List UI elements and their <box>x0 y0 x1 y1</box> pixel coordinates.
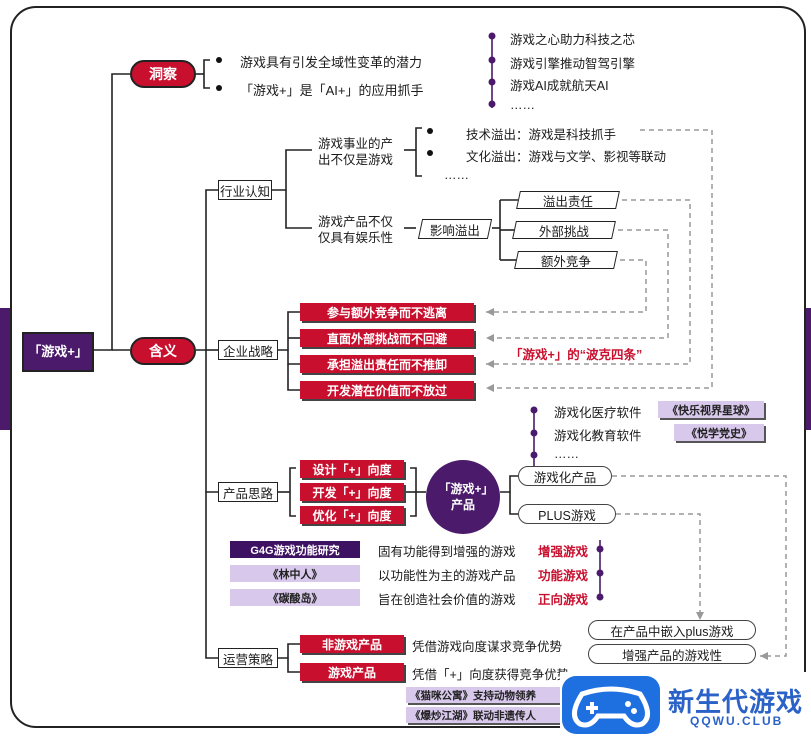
branch-meaning: 含义 <box>130 337 196 365</box>
tech-chain-item: 游戏AI成就航天AI <box>510 79 609 93</box>
operation-desc: 凭借「+」向度获得竞争优势 <box>412 668 570 682</box>
plus-row-desc: 旨在创造社会价值的游戏 <box>378 593 516 607</box>
gamified-item: …… <box>554 447 579 461</box>
section-industry: 行业认知 <box>218 180 272 200</box>
strategy-note: 「游戏+」的“波克四条” <box>510 348 643 362</box>
enhance-playability-box: 增强产品的游戏性 <box>588 644 756 664</box>
operation-example: 《猫咪公寓》支持动物领养 <box>406 687 570 703</box>
influence-item: 额外竞争 <box>514 251 618 269</box>
gamified-product-box: 游戏化产品 <box>518 466 612 486</box>
plus-row-desc: 以功能性为主的游戏产品 <box>378 569 516 583</box>
branch-insight: 洞察 <box>130 60 196 88</box>
plus-row-tag: 《碳酸岛》 <box>230 589 360 606</box>
watermark-title: 新生代游戏 <box>668 687 804 717</box>
product-direction: 设计「+」向度 <box>300 460 404 478</box>
section-operation: 运营策略 <box>218 648 278 668</box>
plus-game-box: PLUS游戏 <box>518 504 616 524</box>
tech-chain-item: …… <box>510 98 535 112</box>
section-product: 产品思路 <box>218 482 278 502</box>
strategy-item: 开发潜在价值而不放过 <box>300 381 474 399</box>
operation-non-game: 非游戏产品 <box>300 635 404 653</box>
gamepad-logo-icon <box>562 676 660 734</box>
insight-item: 「游戏+」是「AI+」的应用抓手 <box>240 83 424 98</box>
plus-row-type: 增强游戏 <box>538 545 589 559</box>
influence-item: 外部挑战 <box>512 221 616 239</box>
spill-item: …… <box>444 168 469 182</box>
tech-chain-item: 游戏之心助力科技之芯 <box>510 33 636 47</box>
influence-item: 溢出责任 <box>516 191 620 209</box>
gamified-example: 《快乐视界星球》 <box>658 401 764 418</box>
influence-spill-box: 影响溢出 <box>417 219 493 239</box>
gamified-example: 《悦学党史》 <box>674 424 764 441</box>
operation-desc: 凭借游戏向度谋求竞争优势 <box>412 640 563 654</box>
embed-plus-box: 在产品中嵌入plus游戏 <box>588 620 756 640</box>
product-direction: 开发「+」向度 <box>300 483 404 501</box>
plus-row-tag: G4G游戏功能研究 <box>230 541 360 558</box>
strategy-item: 参与额外竞争而不逃离 <box>300 303 474 321</box>
product-direction: 优化「+」向度 <box>300 506 404 524</box>
strategy-item: 承担溢出责任而不推卸 <box>300 355 474 373</box>
insight-item: 游戏具有引发全域性变革的潜力 <box>240 55 423 70</box>
tech-chain-item: 游戏引擎推动智驾引擎 <box>510 57 636 71</box>
operation-game: 游戏产品 <box>300 663 404 681</box>
plus-row-tag: 《林中人》 <box>230 565 360 582</box>
spill-item: 技术溢出：游戏是科技抓手 <box>466 128 617 142</box>
root-node: 「游戏+」 <box>22 332 94 372</box>
industry-question-2: 游戏产品不仅仅具有娱乐性 <box>318 215 394 245</box>
watermark-url: QQWU.CLUB <box>690 714 784 728</box>
plus-row-type: 正向游戏 <box>538 593 589 607</box>
plus-row-type: 功能游戏 <box>538 569 589 583</box>
gamified-item: 游戏化医疗软件 <box>554 406 642 420</box>
section-strategy: 企业战略 <box>218 340 278 360</box>
operation-example: 《爆炒江湖》联动非遗传人 <box>406 707 570 723</box>
plus-row-desc: 固有功能得到增强的游戏 <box>378 545 516 559</box>
industry-question-1: 游戏事业的产出不仅是游戏 <box>318 137 394 167</box>
spill-item: 文化溢出：游戏与文学、影视等联动 <box>466 150 667 164</box>
gamified-item: 游戏化教育软件 <box>554 429 642 443</box>
game-plus-product-node: 「游戏+」产品 <box>426 460 500 534</box>
strategy-item: 直面外部挑战而不回避 <box>300 329 474 347</box>
